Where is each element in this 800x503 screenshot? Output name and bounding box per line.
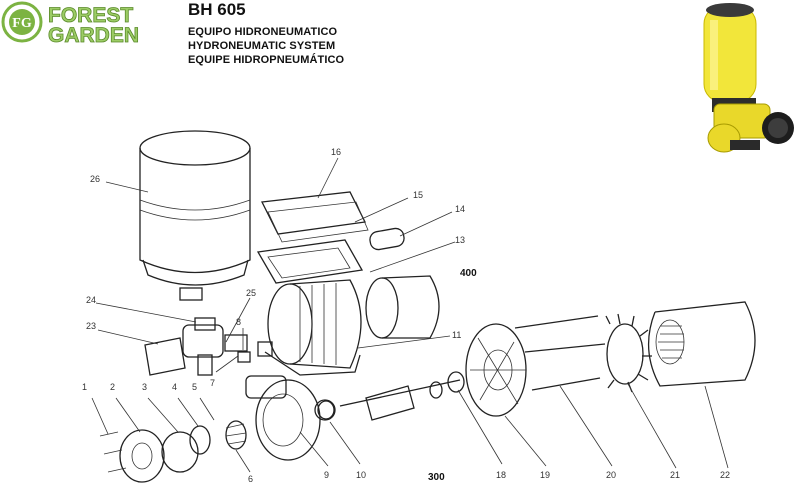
motor-cover xyxy=(365,275,440,339)
small-nut xyxy=(237,351,251,363)
brand-emblem-text: FG xyxy=(12,16,32,31)
leader-lines xyxy=(91,157,729,473)
description-spanish: EQUIPO HIDRONEUMATICO xyxy=(188,26,338,38)
callout-4: 4 xyxy=(172,382,177,392)
pipe-fitting xyxy=(144,317,248,376)
callout-300: 300 xyxy=(428,472,445,483)
description-english: HYDRONEUMATIC SYSTEM xyxy=(188,40,336,52)
callout-25: 25 xyxy=(246,288,256,298)
callout-5: 5 xyxy=(192,382,197,392)
exploded-diagram: 16 15 14 13 26 400 25 24 23 8 11 7 1 2 3… xyxy=(82,130,756,484)
callout-23: 23 xyxy=(86,321,96,331)
end-shield xyxy=(465,323,527,417)
callout-10: 10 xyxy=(356,470,366,480)
callout-2: 2 xyxy=(110,382,115,392)
tie-rods xyxy=(514,315,606,391)
callout-14: 14 xyxy=(455,204,465,214)
callout-16: 16 xyxy=(331,147,341,157)
callout-400: 400 xyxy=(460,268,477,279)
callout-7: 7 xyxy=(210,378,215,388)
screws xyxy=(99,431,127,473)
callout-24: 24 xyxy=(86,295,96,305)
description-portuguese: EQUIPE HIDROPNEUMÁTICO xyxy=(188,54,345,66)
callout-11: 11 xyxy=(452,330,461,340)
pump-photo xyxy=(703,3,794,153)
callout-20: 20 xyxy=(606,470,616,480)
callout-1: 1 xyxy=(82,382,87,392)
callout-8: 8 xyxy=(236,317,241,327)
fan-cover xyxy=(647,301,756,387)
callout-18: 18 xyxy=(496,470,506,480)
pump-body xyxy=(245,375,336,461)
callout-26: 26 xyxy=(90,174,100,184)
callout-15: 15 xyxy=(413,190,423,200)
brand-name-line2: GARDEN xyxy=(48,24,139,47)
shaft-rotor xyxy=(317,371,465,421)
terminal-box xyxy=(256,191,405,284)
callout-19: 19 xyxy=(540,470,550,480)
front-plate xyxy=(119,425,211,483)
cooling-fan xyxy=(605,313,652,393)
brand-logo: FG FOREST GARDEN xyxy=(1,1,139,47)
motor-body xyxy=(257,279,362,376)
pressure-tank xyxy=(139,130,251,301)
callout-22: 22 xyxy=(720,470,730,480)
impeller xyxy=(225,420,247,450)
callout-13: 13 xyxy=(455,235,465,245)
callout-21: 21 xyxy=(670,470,680,480)
callout-6: 6 xyxy=(248,474,253,484)
model-title: BH 605 xyxy=(188,0,246,19)
brand-name-line1: FOREST xyxy=(48,4,133,27)
callout-3: 3 xyxy=(142,382,147,392)
callout-9: 9 xyxy=(324,470,329,480)
